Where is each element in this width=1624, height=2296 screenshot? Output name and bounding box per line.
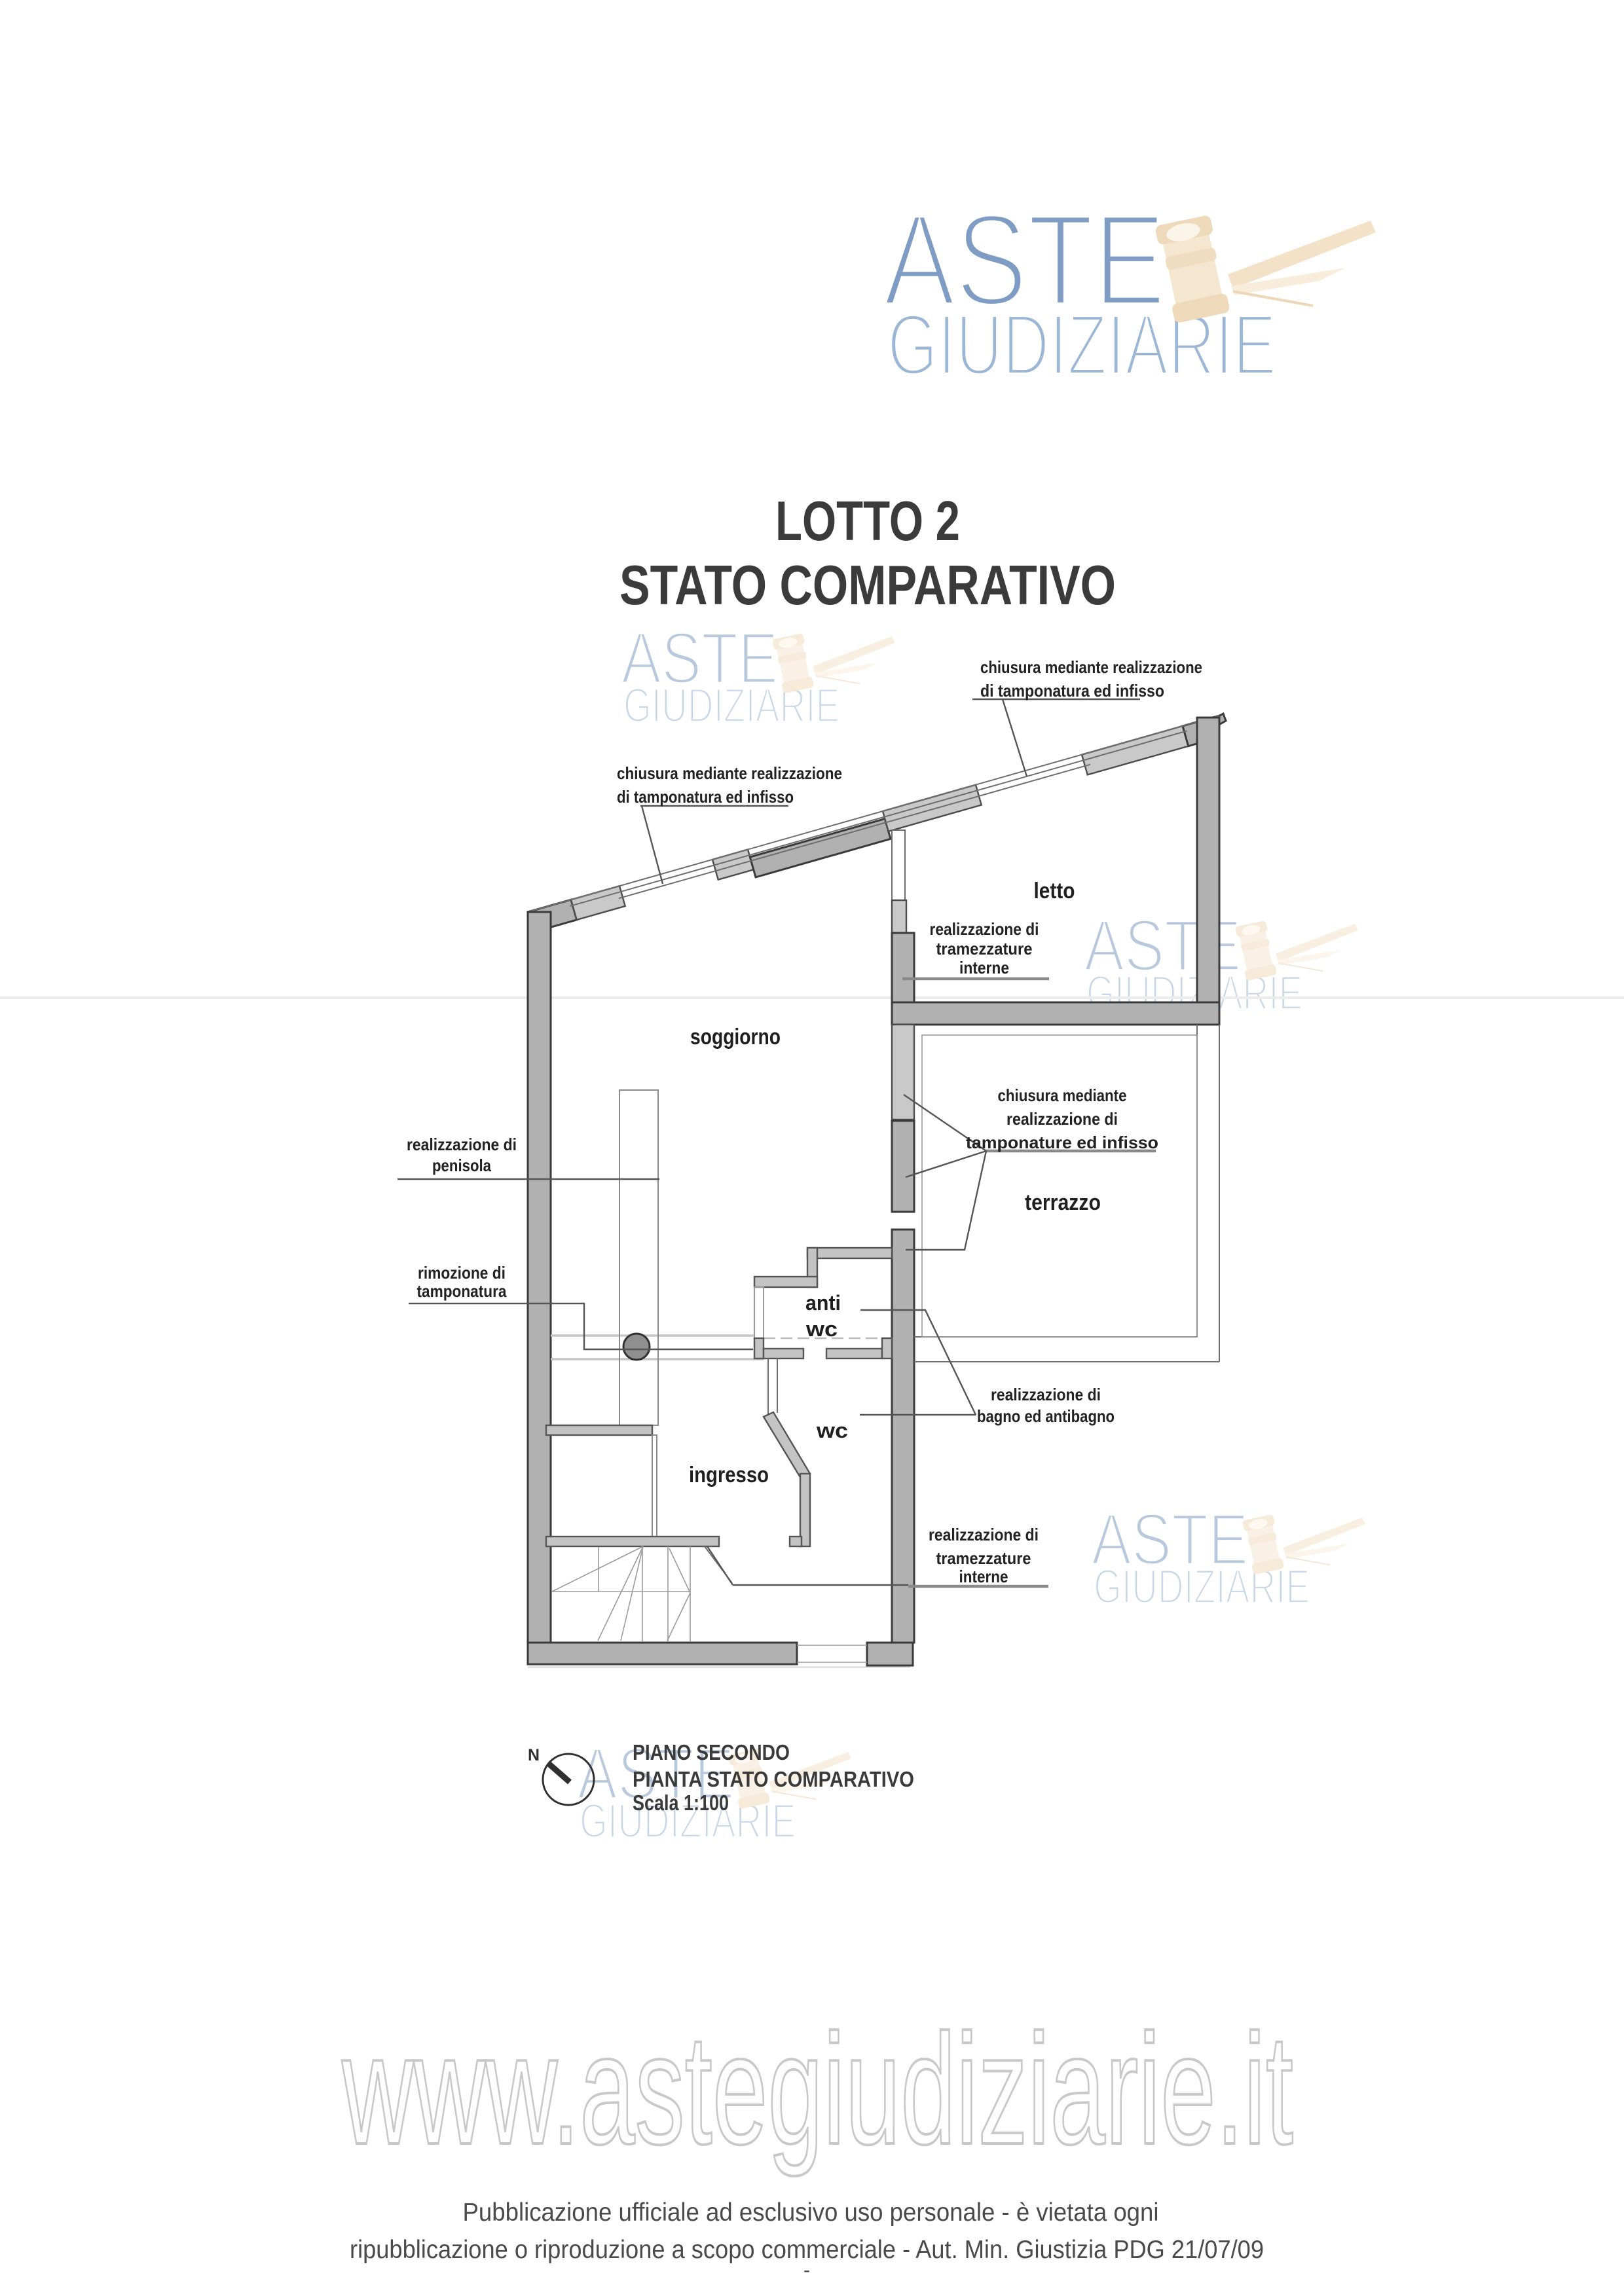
svg-text:Pubblicazione ufficiale ad esc: Pubblicazione ufficiale ad esclusivo uso…: [463, 2198, 1159, 2227]
svg-text:bagno ed antibagno: bagno ed antibagno: [977, 1406, 1115, 1426]
svg-text:LOTTO 2: LOTTO 2: [775, 490, 960, 553]
svg-text:ingresso: ingresso: [689, 1463, 769, 1487]
svg-text:interne: interne: [959, 958, 1009, 977]
svg-text:penisola: penisola: [432, 1156, 491, 1175]
svg-text:wc: wc: [805, 1317, 838, 1341]
svg-text:di tamponatura ed infisso: di tamponatura ed infisso: [980, 681, 1164, 701]
svg-text:rimozione di: rimozione di: [418, 1263, 506, 1283]
svg-text:PIANTA STATO COMPARATIVO: PIANTA STATO COMPARATIVO: [633, 1767, 914, 1791]
svg-text:-: -: [803, 2259, 810, 2281]
svg-text:tamponatura: tamponatura: [417, 1281, 507, 1301]
svg-text:Scala 1:100: Scala 1:100: [633, 1791, 729, 1815]
svg-text:tramezzature: tramezzature: [936, 939, 1033, 958]
svg-text:wc: wc: [816, 1419, 848, 1442]
svg-text:STATO COMPARATIVO: STATO COMPARATIVO: [619, 555, 1116, 617]
svg-text:tamponature ed infisso: tamponature ed infisso: [966, 1133, 1158, 1152]
svg-text:chiusura mediante realizzazion: chiusura mediante realizzazione: [617, 763, 842, 783]
svg-text:N: N: [528, 1746, 540, 1764]
svg-text:anti: anti: [805, 1291, 841, 1315]
svg-text:chiusura mediante: chiusura mediante: [998, 1085, 1127, 1105]
svg-text:realizzazione di: realizzazione di: [407, 1135, 517, 1154]
svg-text:ripubblicazione o riproduzione: ripubblicazione o riproduzione a scopo c…: [350, 2236, 1264, 2264]
svg-text:soggiorno: soggiorno: [690, 1025, 781, 1049]
svg-text:www.astegiudiziarie.it: www.astegiudiziarie.it: [341, 2001, 1293, 2177]
svg-text:realizzazione di: realizzazione di: [929, 1525, 1039, 1544]
svg-text:di tamponatura ed infisso: di tamponatura ed infisso: [617, 787, 794, 807]
svg-text:letto: letto: [1034, 879, 1075, 903]
svg-text:interne: interne: [959, 1567, 1008, 1586]
svg-text:realizzazione di: realizzazione di: [930, 919, 1039, 939]
svg-text:chiusura mediante realizzazion: chiusura mediante realizzazione: [980, 657, 1202, 677]
svg-text:realizzazione di: realizzazione di: [991, 1385, 1101, 1404]
svg-text:tramezzature: tramezzature: [936, 1548, 1031, 1568]
svg-text:PIANO SECONDO: PIANO SECONDO: [633, 1740, 790, 1764]
svg-text:realizzazione di: realizzazione di: [1006, 1109, 1118, 1129]
svg-text:terrazzo: terrazzo: [1025, 1190, 1101, 1215]
